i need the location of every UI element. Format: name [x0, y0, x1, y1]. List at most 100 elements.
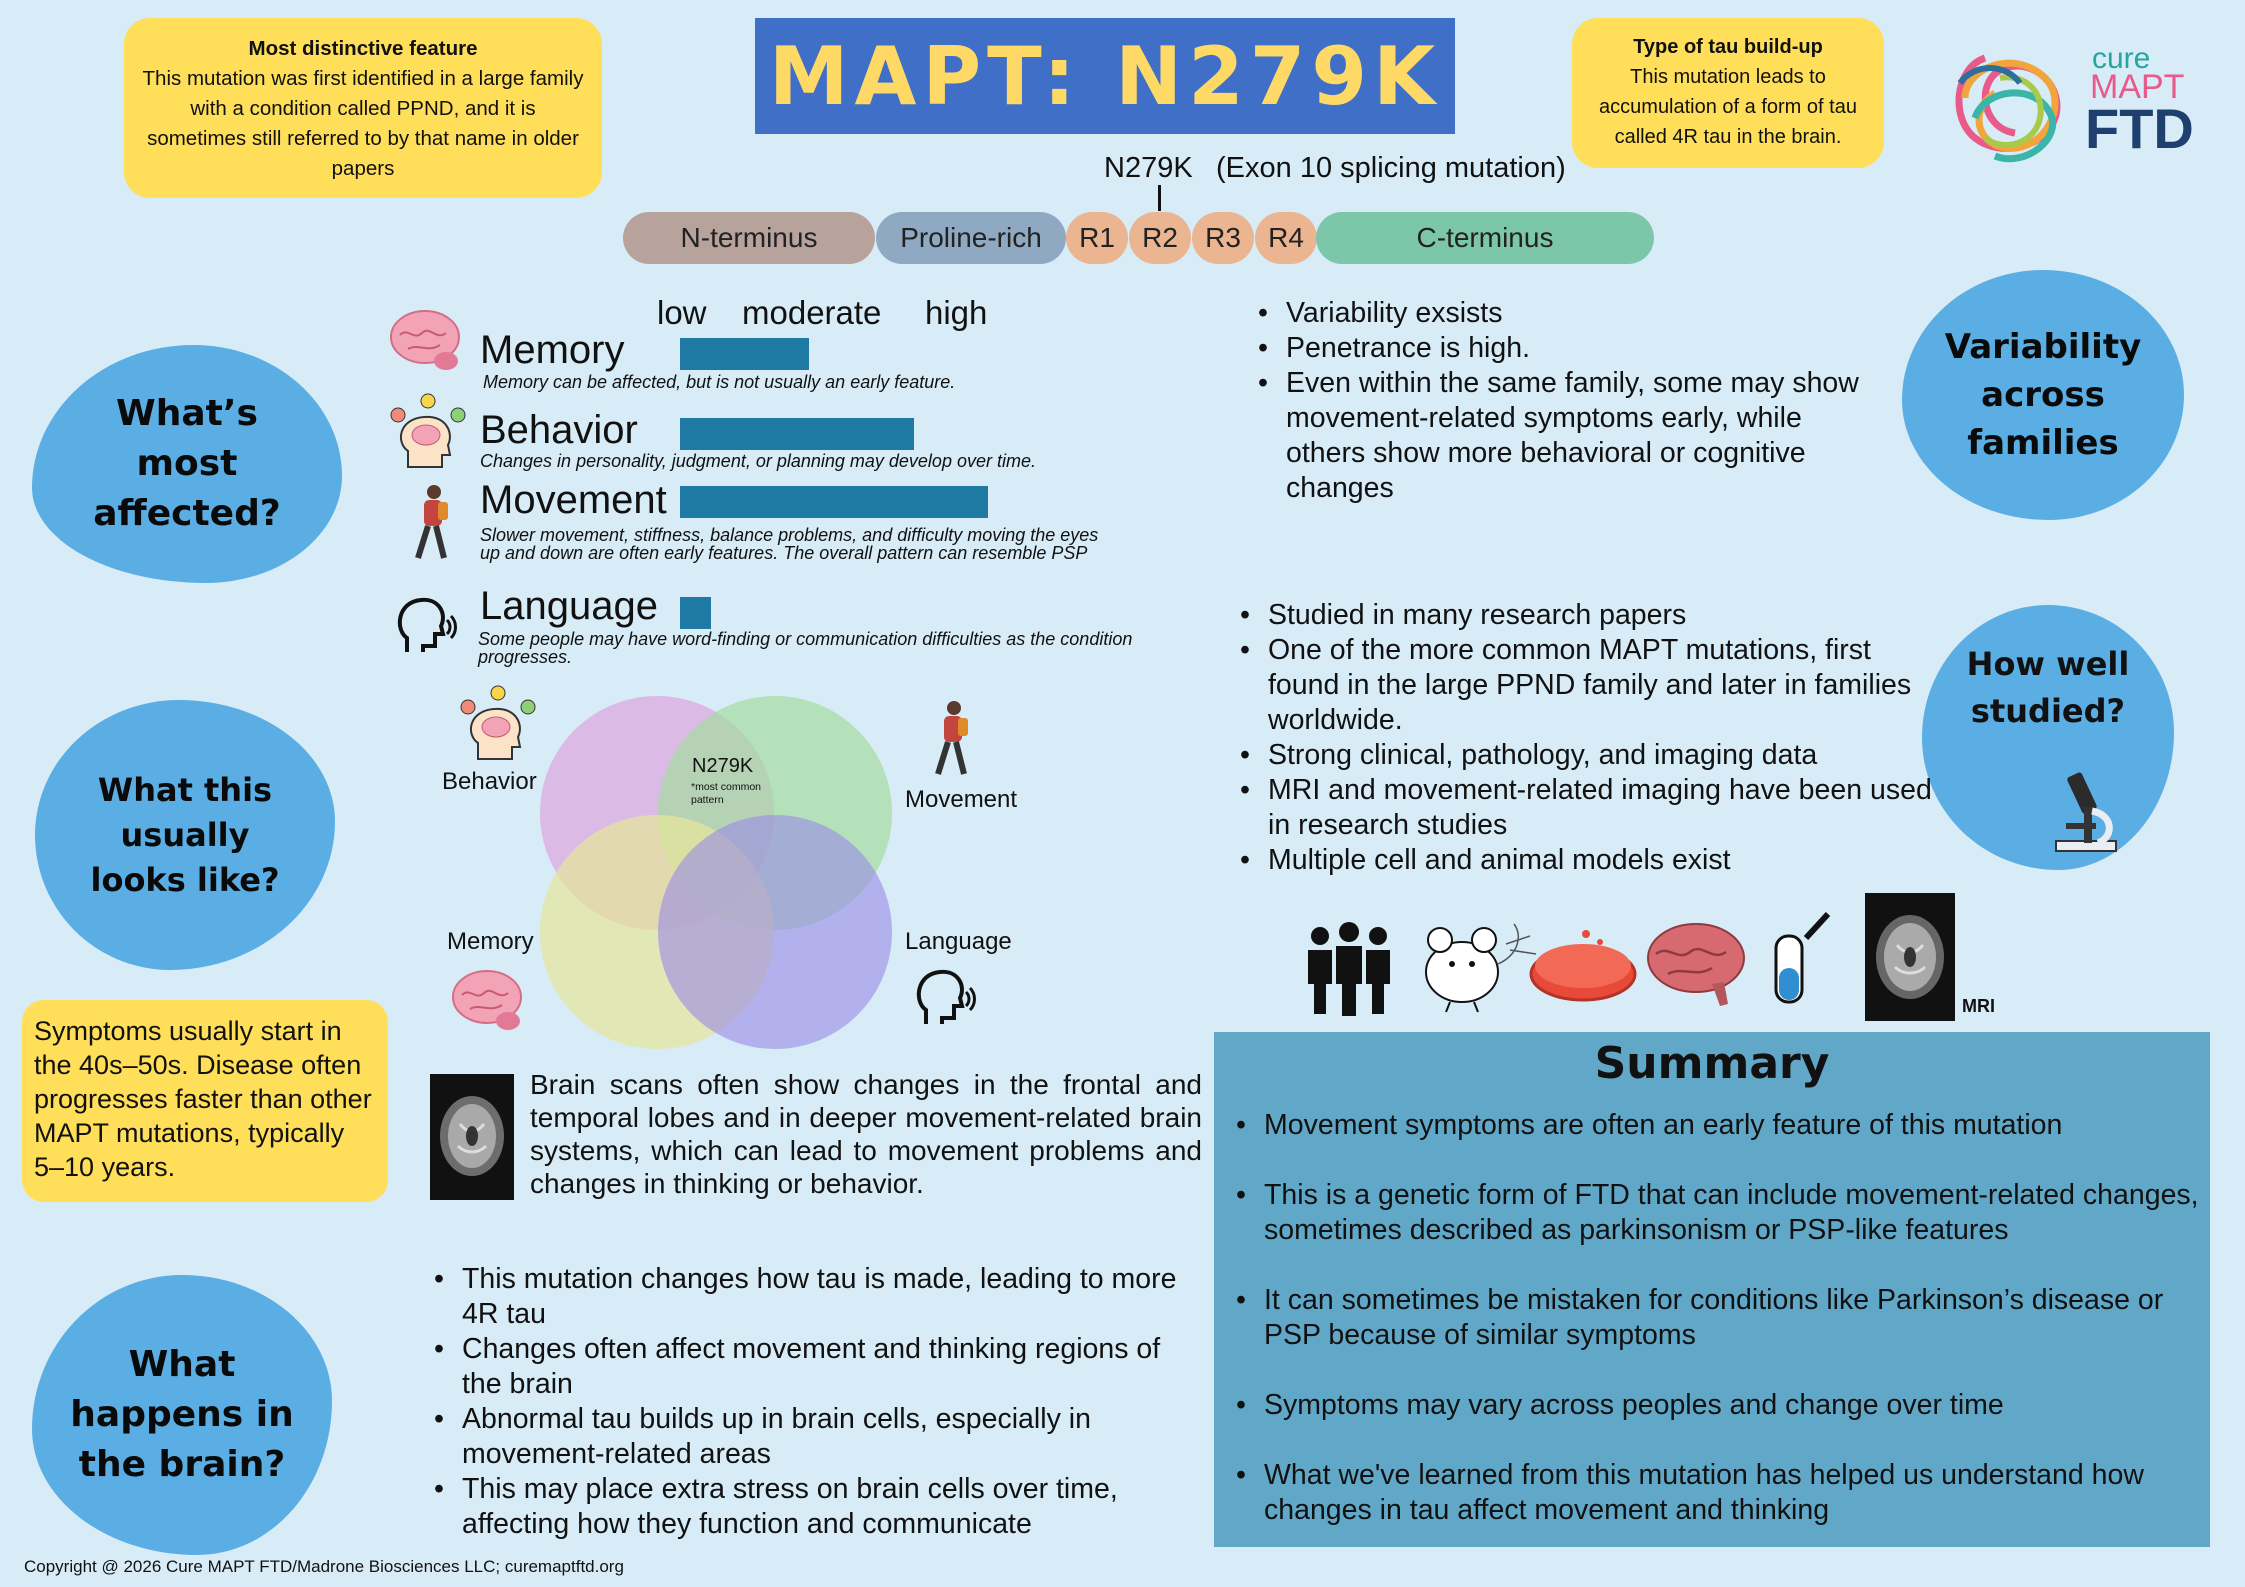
- variability-bullet-list: Variability exsists Penetrance is high. …: [1250, 296, 1870, 506]
- test-tube-icon: [1774, 911, 1831, 1004]
- copyright: Copyright @ 2026 Cure MAPT FTD/Madrone B…: [24, 1557, 624, 1576]
- mutation-label: N279K: [1104, 152, 1193, 184]
- logo-cure: cure: [2092, 42, 2151, 75]
- severity-behavior-label: Behavior: [480, 408, 638, 452]
- studied-bullet-list: Studied in many research papers One of t…: [1232, 598, 1937, 878]
- list-item: This is a genetic form of FTD that can i…: [1228, 1178, 2203, 1248]
- domain-r4: R4: [1255, 212, 1317, 264]
- list-item: One of the more common MAPT mutations, f…: [1232, 633, 1937, 738]
- blob-studied: How well studied?: [1922, 605, 2174, 870]
- severity-behavior-bar: [680, 418, 914, 450]
- severity-movement-label: Movement: [480, 478, 667, 522]
- onset-text: Symptoms usually start in the 40s–50s. D…: [34, 1016, 372, 1182]
- severity-movement-note: Slower movement, stiffness, balance prob…: [480, 525, 1099, 563]
- brain-icon: [390, 310, 460, 370]
- venn-label-memory: Memory: [447, 928, 534, 955]
- blob-variability: Variability across families: [1902, 270, 2184, 520]
- severity-language-label: Language: [480, 584, 658, 628]
- tau-type-box: Type of tau build-up This mutation leads…: [1572, 18, 1884, 168]
- walking-person-icon: [415, 485, 448, 559]
- distinctive-feature-box: Most distinctive feature This mutation w…: [124, 18, 602, 198]
- blob-variability-text: Variability across families: [1944, 327, 2142, 463]
- distinctive-feature-heading: Most distinctive feature: [248, 37, 478, 60]
- logo-swirl-icon: [1955, 54, 2061, 163]
- venn-center-label: N279K: [692, 755, 754, 777]
- logo-ftd: FTD: [2085, 97, 2194, 160]
- scale-low: low: [657, 294, 707, 331]
- mri-scan-icon: [1865, 893, 1955, 1021]
- venn-language-icon: [916, 969, 976, 1024]
- domain-r2: R2: [1129, 212, 1191, 264]
- scale-moderate: moderate: [742, 294, 882, 331]
- petri-dish-icon: [1529, 930, 1637, 1002]
- summary-bullet-list: Movement symptoms are often an early fea…: [1228, 1108, 2203, 1528]
- venn-memory-icon: [452, 970, 522, 1030]
- brain-bullet-list: This mutation changes how tau is made, l…: [426, 1262, 1186, 1542]
- list-item: Abnormal tau builds up in brain cells, e…: [426, 1402, 1186, 1472]
- list-item: Strong clinical, pathology, and imaging …: [1232, 738, 1937, 773]
- venn-label-language: Language: [905, 928, 1012, 955]
- blob-studied-text: How well studied?: [1966, 645, 2130, 730]
- list-item: It can sometimes be mistaken for conditi…: [1228, 1283, 2203, 1353]
- venn-circle-language: [658, 815, 892, 1049]
- blob-looks-like: What this usually looks like?: [35, 700, 335, 970]
- venn-behavior-icon: [460, 685, 536, 760]
- domain-n-terminus: N-terminus: [623, 212, 875, 264]
- severity-memory-bar: [680, 338, 809, 370]
- list-item: Symptoms may vary across peoples and cha…: [1228, 1388, 2203, 1423]
- tau-type-text: This mutation leads to accumulation of a…: [1599, 66, 1857, 148]
- venn-movement-icon: [935, 701, 968, 775]
- venn-label-behavior: Behavior: [442, 768, 537, 795]
- scan-text: Brain scans often show changes in the fr…: [530, 1069, 1202, 1199]
- list-item: Penetrance is high.: [1250, 331, 1870, 366]
- blob-brain: What happens in the brain?: [32, 1275, 332, 1555]
- list-item: Studied in many research papers: [1232, 598, 1937, 633]
- domain-c-terminus: C-terminus: [1316, 212, 1654, 264]
- logo-mapt: MAPT: [2090, 68, 2185, 106]
- severity-movement-bar: [680, 486, 988, 518]
- distinctive-feature-text: This mutation was first identified in a …: [142, 67, 584, 180]
- summary-title: Summary: [1594, 1038, 1830, 1089]
- onset-box: Symptoms usually start in the 40s–50s. D…: [22, 1000, 388, 1202]
- venn-diagram: N279K *most common pattern: [540, 695, 910, 1055]
- blob-brain-text: What happens in the brain?: [70, 1344, 294, 1485]
- mutation-tick: [1158, 185, 1161, 211]
- mri-label: MRI: [1962, 996, 1995, 1016]
- list-item: Multiple cell and animal models exist: [1232, 843, 1937, 878]
- severity-memory-note: Memory can be affected, but is not usual…: [483, 372, 956, 392]
- scale-high: high: [925, 294, 988, 331]
- venn-label-movement: Movement: [905, 786, 1018, 813]
- domain-proline-rich: Proline-rich: [876, 212, 1066, 264]
- behavior-head-icon: [390, 393, 466, 468]
- list-item: Variability exsists: [1250, 296, 1870, 331]
- blob-most-affected-text: What’s most affected?: [93, 393, 281, 534]
- severity-memory-label: Memory: [480, 328, 625, 372]
- venn-center-note: *most common pattern: [691, 781, 762, 806]
- blob-most-affected: What’s most affected?: [32, 345, 342, 583]
- list-item: Changes often affect movement and thinki…: [426, 1332, 1186, 1402]
- severity-language-note: Some people may have word-finding or com…: [478, 629, 1133, 667]
- people-icon: [1308, 922, 1390, 1016]
- list-item: Even within the same family, some may sh…: [1250, 366, 1870, 506]
- severity-language-bar: [680, 597, 711, 629]
- brain-scan-icon: [430, 1074, 514, 1200]
- severity-behavior-note: Changes in personality, judgment, or pla…: [480, 451, 1036, 471]
- list-item: This mutation changes how tau is made, l…: [426, 1262, 1186, 1332]
- tau-type-heading: Type of tau build-up: [1633, 36, 1823, 58]
- page-title: MAPT: N279K: [768, 29, 1442, 123]
- domain-r1: R1: [1066, 212, 1128, 264]
- speaking-head-icon: [397, 597, 457, 652]
- list-item: This may place extra stress on brain cel…: [426, 1472, 1186, 1542]
- list-item: What we've learned from this mutation ha…: [1228, 1458, 2203, 1528]
- list-item: Movement symptoms are often an early fea…: [1228, 1108, 2203, 1143]
- summary-panel: Summary Movement symptoms are often an e…: [1214, 1032, 2210, 1547]
- domain-r3: R3: [1192, 212, 1254, 264]
- blob-looks-like-text: What this usually looks like?: [90, 770, 280, 899]
- microscope-icon: [2055, 772, 2117, 852]
- list-item: MRI and movement-related imaging have be…: [1232, 773, 1937, 843]
- logo: cure MAPT FTD: [1945, 38, 2205, 178]
- mouse-icon: [1425, 923, 1537, 1013]
- brain-model-icon: [1647, 923, 1745, 1006]
- page-title-banner: MAPT: N279K: [755, 18, 1455, 134]
- mutation-description: (Exon 10 splicing mutation): [1216, 152, 1566, 184]
